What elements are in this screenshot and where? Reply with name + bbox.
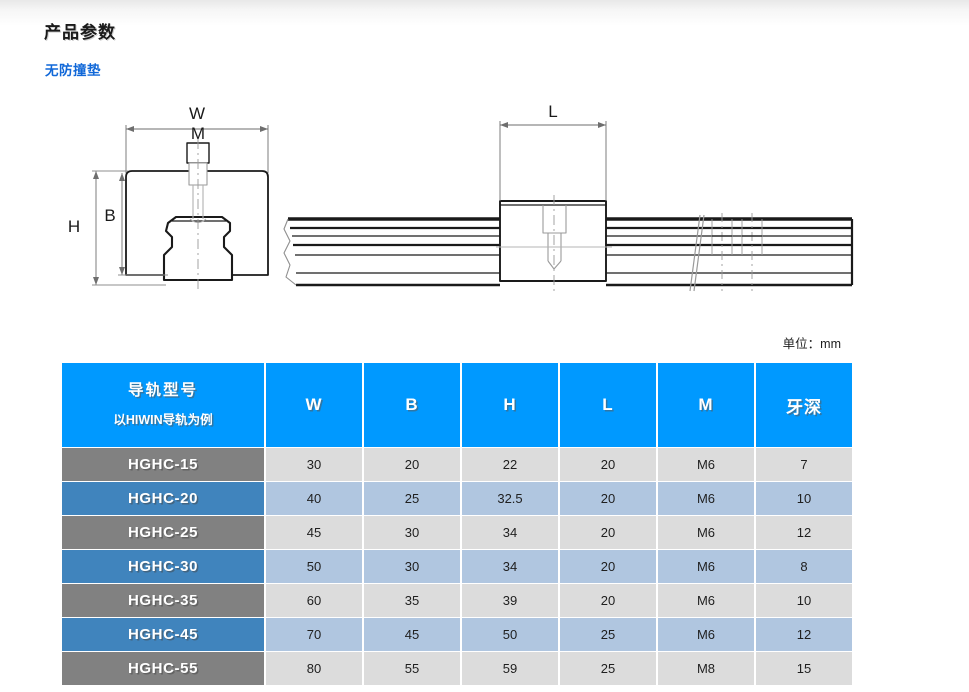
cell-w: 30 — [266, 448, 362, 481]
cell-b: 30 — [364, 516, 460, 549]
cell-w: 80 — [266, 652, 362, 685]
cell-m: M6 — [658, 584, 754, 617]
column-header-h: H — [462, 363, 558, 447]
page-title: 产品参数 — [44, 23, 116, 42]
column-header-model: 导轨型号 以HIWIN导轨为例 — [62, 363, 264, 447]
cell-b: 55 — [364, 652, 460, 685]
cell-h: 50 — [462, 618, 558, 651]
cell-l: 20 — [560, 584, 656, 617]
label-w: W — [189, 104, 205, 123]
front-view-group — [125, 170, 269, 282]
cell-model: HGHC-55 — [62, 652, 264, 685]
cell-l: 20 — [560, 516, 656, 549]
cell-h: 22 — [462, 448, 558, 481]
cell-h: 34 — [462, 516, 558, 549]
dimension-l — [499, 121, 607, 201]
cell-depth: 12 — [756, 618, 852, 651]
dimension-b — [118, 173, 168, 276]
cell-model: HGHC-20 — [62, 482, 264, 515]
cell-l: 25 — [560, 618, 656, 651]
cell-m: M8 — [658, 652, 754, 685]
cell-l: 25 — [560, 652, 656, 685]
dimension-h — [92, 170, 166, 286]
cell-depth: 15 — [756, 652, 852, 685]
cell-depth: 10 — [756, 482, 852, 515]
header-row: 导轨型号 以HIWIN导轨为例 W B H L M 牙深 — [62, 363, 852, 447]
cell-m: M6 — [658, 618, 754, 651]
cell-l: 20 — [560, 448, 656, 481]
page-subtitle: 无防撞垫 — [45, 63, 101, 78]
cell-model: HGHC-45 — [62, 618, 264, 651]
cell-w: 60 — [266, 584, 362, 617]
dimension-w — [125, 125, 269, 173]
cell-w: 40 — [266, 482, 362, 515]
cell-h: 34 — [462, 550, 558, 583]
cell-m: M6 — [658, 550, 754, 583]
drawing-canvas: W M H B L — [68, 102, 854, 292]
cell-model: HGHC-25 — [62, 516, 264, 549]
cell-b: 20 — [364, 448, 460, 481]
column-header-model-main: 导轨型号 — [127, 382, 198, 400]
cell-model: HGHC-35 — [62, 584, 264, 617]
cell-model: HGHC-30 — [62, 550, 264, 583]
cell-l: 20 — [560, 482, 656, 515]
cell-w: 70 — [266, 618, 362, 651]
column-header-w: W — [266, 363, 362, 447]
technical-drawings: W M H B L — [0, 95, 969, 320]
cell-b: 30 — [364, 550, 460, 583]
cell-h: 32.5 — [462, 482, 558, 515]
cell-m: M6 — [658, 448, 754, 481]
cell-h: 39 — [462, 584, 558, 617]
cell-w: 50 — [266, 550, 362, 583]
cell-m: M6 — [658, 482, 754, 515]
cell-depth: 8 — [756, 550, 852, 583]
table-header: 导轨型号 以HIWIN导轨为例 W B H L M 牙深 — [62, 363, 852, 447]
label-l: L — [548, 102, 557, 121]
cell-depth: 10 — [756, 584, 852, 617]
column-header-depth: 牙深 — [756, 363, 852, 447]
cell-m: M6 — [658, 516, 754, 549]
side-view-group — [283, 195, 854, 292]
column-header-model-sub: 以HIWIN导轨为例 — [113, 413, 213, 428]
cell-depth: 7 — [756, 448, 852, 481]
cell-h: 59 — [462, 652, 558, 685]
column-header-m: M — [658, 363, 754, 447]
cell-b: 45 — [364, 618, 460, 651]
column-header-b: B — [364, 363, 460, 447]
label-m: M — [191, 124, 205, 143]
label-b: B — [104, 206, 115, 225]
cell-w: 45 — [266, 516, 362, 549]
cell-l: 20 — [560, 550, 656, 583]
label-h: H — [68, 217, 80, 236]
cell-b: 25 — [364, 482, 460, 515]
cell-b: 35 — [364, 584, 460, 617]
cell-depth: 12 — [756, 516, 852, 549]
unit-note: 单位：mm — [782, 337, 841, 351]
column-header-l: L — [560, 363, 656, 447]
cell-model: HGHC-15 — [62, 448, 264, 481]
